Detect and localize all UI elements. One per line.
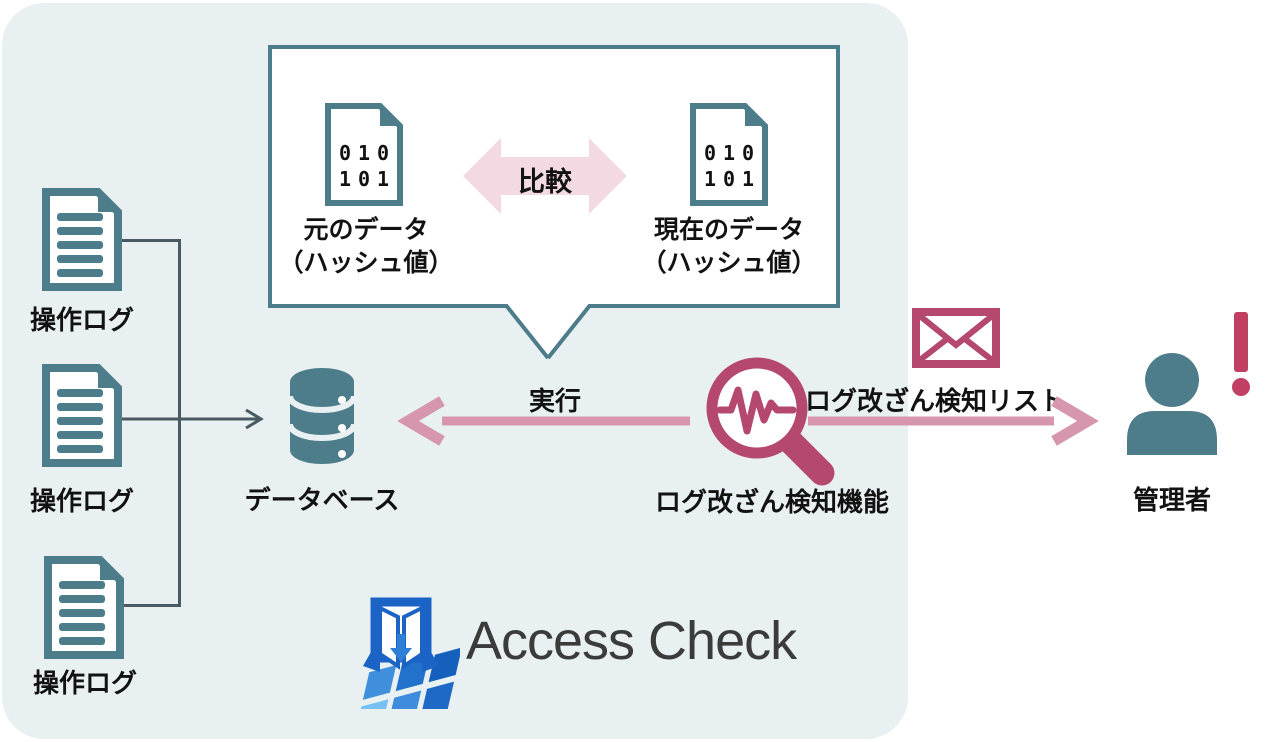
compare-arrow xyxy=(463,138,627,214)
document-icon xyxy=(42,364,122,467)
database-label: データベース xyxy=(244,485,400,515)
connector-line xyxy=(178,239,181,607)
operation-log-label-1: 操作ログ xyxy=(29,305,135,335)
arrow-notify xyxy=(808,396,1099,446)
connector-line xyxy=(122,239,180,242)
binary-file-icon xyxy=(325,103,403,206)
compare-label: 比較 xyxy=(518,167,572,197)
notify-label: ログ改ざん検知リスト xyxy=(804,386,1066,416)
document-icon xyxy=(42,188,122,291)
mail-icon xyxy=(912,308,1000,368)
original-data-label: 元のデータ （ハッシュ値） xyxy=(278,216,454,277)
arrow-execute xyxy=(398,396,690,446)
execute-label: 実行 xyxy=(528,386,582,416)
operation-log-label-3: 操作ログ xyxy=(32,668,138,698)
access-check-logo-icon xyxy=(354,597,460,709)
detector-label: ログ改ざん検知機能 xyxy=(654,487,890,517)
binary-text: 010 101 xyxy=(703,141,762,191)
callout-tail xyxy=(503,304,593,360)
current-data-label: 現在のデータ （ハッシュ値） xyxy=(641,216,817,277)
exclamation-icon xyxy=(1232,312,1250,396)
database-icon xyxy=(287,368,357,464)
operation-log-label-2: 操作ログ xyxy=(29,486,135,516)
arrow-logs-to-database xyxy=(122,408,264,430)
document-icon xyxy=(44,556,124,659)
binary-text: 010 101 xyxy=(338,141,397,191)
binary-file-icon xyxy=(690,103,768,206)
connector-line xyxy=(124,604,180,607)
logo-text: Access Check xyxy=(466,611,797,671)
magnifier-waveform-icon xyxy=(706,357,835,486)
person-icon xyxy=(1127,353,1217,455)
admin-label: 管理者 xyxy=(1132,485,1212,515)
